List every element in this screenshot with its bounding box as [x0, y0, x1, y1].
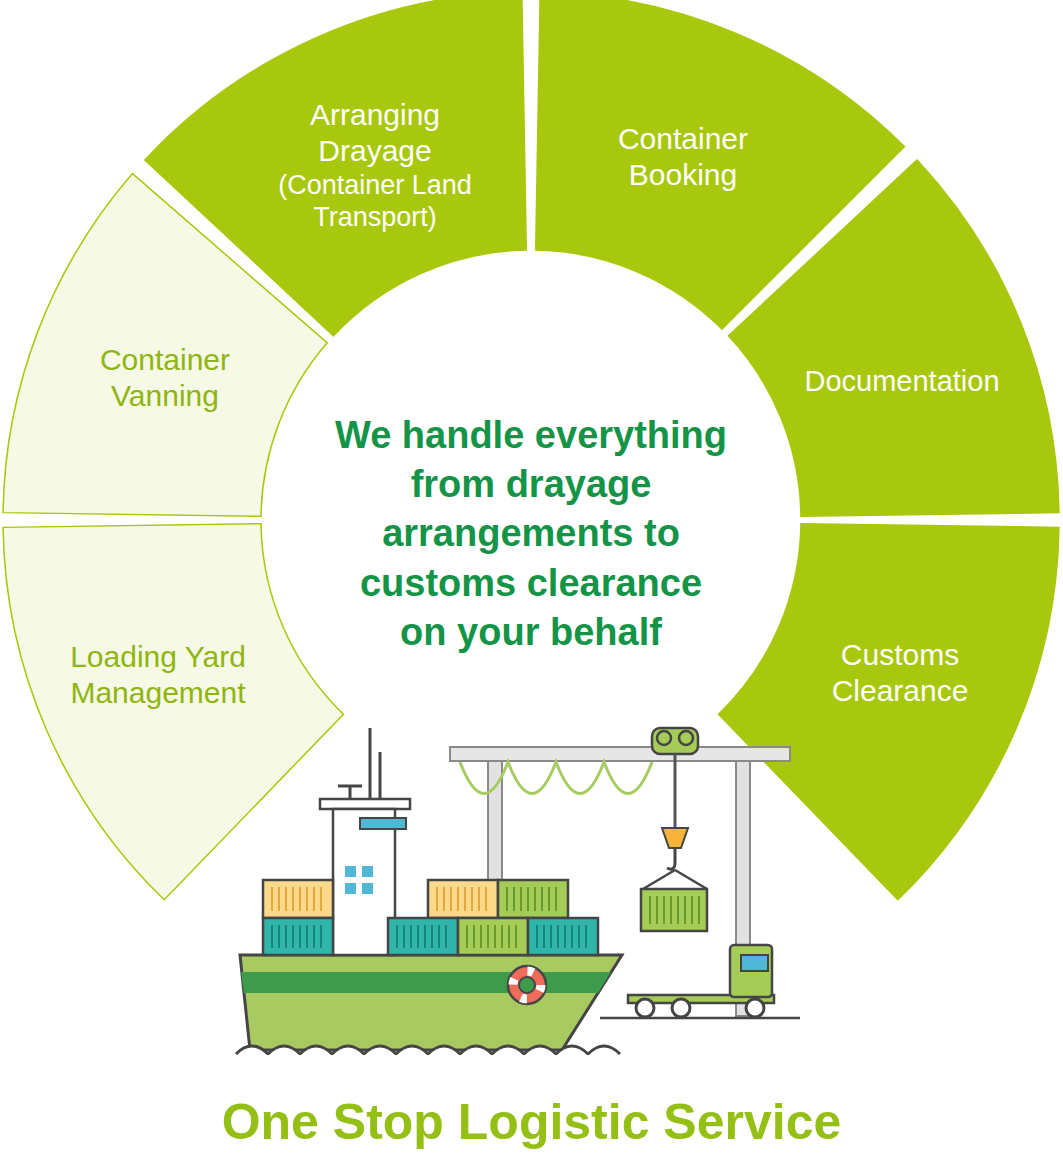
diagram-title: One Stop Logistic Service	[0, 1092, 1063, 1152]
ring-segment: Customs Clearance	[717, 521, 1061, 901]
truck-wheel	[636, 999, 654, 1017]
mast	[379, 752, 382, 800]
lifebuoy	[508, 966, 546, 1004]
tower-window	[362, 883, 373, 894]
truck-cab	[730, 945, 772, 997]
bridge-tower	[333, 809, 395, 955]
segment-outline	[3, 174, 327, 517]
shipping-container	[641, 889, 707, 931]
service-name: Documentation	[787, 364, 1017, 399]
ring-segment: Container Vanning	[1, 172, 329, 519]
truck-window	[741, 955, 768, 971]
segment-label: Loading Yard Management	[48, 639, 268, 711]
segment-shape	[717, 521, 1061, 901]
sling	[643, 870, 707, 889]
tower-window	[345, 883, 356, 894]
segment-label: Container Vanning	[65, 342, 265, 414]
segment-label: Documentation	[787, 364, 1017, 399]
service-name: Loading Yard Management	[48, 639, 268, 711]
shipping-container	[428, 880, 498, 918]
segment-shape	[726, 157, 1061, 518]
ground	[600, 1017, 800, 1020]
truck-wheel	[746, 999, 764, 1017]
ring-segment: Loading Yard Management	[1, 522, 346, 902]
segment-label: Customs Clearance	[800, 637, 1000, 709]
shipping-container	[498, 880, 568, 918]
service-name: Arranging Drayage	[255, 97, 495, 169]
service-name: Customs Clearance	[800, 637, 1000, 709]
hook	[667, 848, 675, 869]
bridge-window	[360, 818, 406, 829]
service-name: Container Vanning	[65, 342, 265, 414]
tower-window	[362, 866, 373, 877]
crane-leg	[488, 761, 502, 883]
trolley-wheel	[657, 731, 671, 745]
shipping-container	[528, 918, 598, 955]
antenna	[338, 786, 362, 800]
lifebuoy-hole	[519, 977, 535, 993]
segment-shape	[1, 522, 346, 902]
mast	[369, 728, 372, 800]
segment-outline	[728, 160, 1058, 516]
ship-hull	[240, 955, 622, 1050]
hook-block	[662, 828, 688, 848]
shipping-container	[263, 918, 333, 955]
segment-outline	[3, 524, 343, 900]
ring-segment: Documentation	[726, 157, 1061, 518]
service-name: Container Booking	[583, 121, 783, 193]
wave-fill	[230, 1055, 630, 1065]
crane-beam	[450, 747, 790, 761]
shipping-container	[263, 880, 333, 918]
service-note: (Container Land Transport)	[255, 169, 495, 234]
bridge-deck	[320, 799, 410, 809]
truck-chassis	[628, 995, 774, 1003]
shipping-container	[388, 918, 458, 955]
truck-wheel	[672, 999, 690, 1017]
segment-label: Arranging Drayage(Container Land Transpo…	[255, 97, 495, 234]
segment-label: Container Booking	[583, 121, 783, 193]
center-message: We handle everything from drayage arrang…	[333, 411, 730, 658]
crane-trolley	[652, 728, 698, 754]
waves	[236, 1046, 620, 1054]
hoist-rope	[674, 754, 677, 828]
trolley-wheel	[679, 731, 693, 745]
crane-leg	[736, 761, 750, 1016]
hull-stripe	[241, 972, 611, 993]
lifebuoy-band	[513, 971, 541, 999]
segment-outline	[719, 524, 1059, 900]
tower-window	[345, 866, 356, 877]
crane-cable	[460, 762, 652, 794]
shipping-container	[458, 918, 528, 955]
